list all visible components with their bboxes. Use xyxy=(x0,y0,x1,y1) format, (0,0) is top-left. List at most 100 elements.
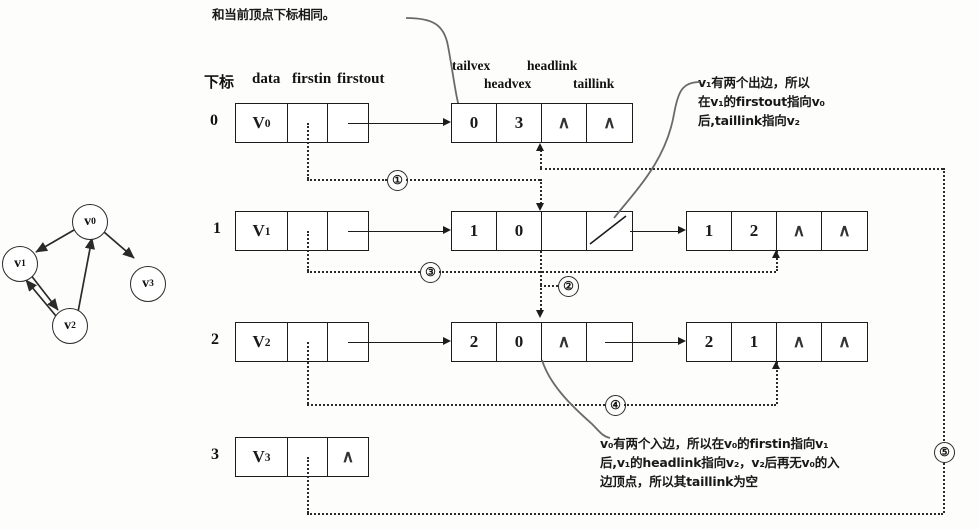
edge-taillink-1-2: ∧ xyxy=(838,221,851,240)
vertex-firstout-3: ∧ xyxy=(341,447,355,466)
step-marker-3: ③ xyxy=(420,262,441,283)
dotted-4-arrow xyxy=(771,361,780,369)
edge-tailvex-1-2: 1 xyxy=(687,212,732,250)
edge-tailvex-2-2: 2 xyxy=(687,323,732,361)
edge-headlink-0-1: ∧ xyxy=(542,104,587,142)
edge-headvex-2-2: 1 xyxy=(732,323,777,361)
dotted-5-seg-h1 xyxy=(307,513,943,515)
graph-node-v2-sub: 2 xyxy=(71,321,76,331)
dotted-3-seg-v1 xyxy=(307,231,309,271)
dotted-5-seg-v1 xyxy=(307,457,309,513)
graph-node-v1-sub: 1 xyxy=(21,259,26,269)
dotted-5-seg-v2 xyxy=(943,168,945,513)
vertex-data-sub-1: 1 xyxy=(264,224,271,238)
graph-edges xyxy=(25,229,135,317)
taillink-arrow-2-1 xyxy=(678,337,686,345)
dotted-1-seg-h2 xyxy=(406,179,540,181)
edge-node-1-2[interactable]: 1 2 ∧ ∧ xyxy=(686,211,868,251)
dotted-1-arrow xyxy=(535,203,544,211)
row-index-3: 3 xyxy=(211,446,219,463)
row-index-2: 2 xyxy=(211,331,219,348)
firstout-link-0 xyxy=(348,122,443,125)
edge-node-2-1[interactable]: 2 0 ∧ xyxy=(451,322,633,362)
taillink-link-2-1 xyxy=(605,341,678,344)
edge-headlink-2-1: ∧ xyxy=(542,323,587,361)
header-firstout: firstout xyxy=(337,71,385,87)
header-index: 下标 xyxy=(204,75,235,91)
dotted-1-seg-v2 xyxy=(540,179,542,204)
row-index-1: 1 xyxy=(213,220,221,237)
firstout-link-2 xyxy=(348,341,443,344)
edge-headlink-1-2: ∧ xyxy=(777,212,822,250)
firstout-arrow-0 xyxy=(443,118,451,126)
dotted-4-seg-h1 xyxy=(307,404,605,406)
vertex-firstin-2 xyxy=(288,323,328,361)
graph-node-v3-sub: 3 xyxy=(149,279,154,289)
edge-headvex-1-1: 0 xyxy=(497,212,542,250)
vertex-firstin-3 xyxy=(288,438,328,476)
vertex-data-label-2: V xyxy=(252,332,265,351)
annotation-out-edges: v₁有两个出边，所以 在v₁的firstout指向v₀ 后,taillink指向… xyxy=(698,75,825,128)
graph-node-v2-label: v xyxy=(64,318,72,333)
header-taillink: taillink xyxy=(573,76,615,91)
edge-node-2-2[interactable]: 2 1 ∧ ∧ xyxy=(686,322,868,362)
taillink-link-1-1 xyxy=(630,230,678,233)
graph-node-v3-label: v xyxy=(142,276,150,291)
leader-line-in-edges xyxy=(541,359,611,439)
graph-node-v0-label: v xyxy=(84,214,92,229)
header-tailvex: tailvex xyxy=(452,58,491,73)
taillink-slash-1-1 xyxy=(589,215,627,245)
step-marker-4: ④ xyxy=(605,395,626,416)
firstout-arrow-2 xyxy=(443,337,451,345)
edge-tailvex-1-1: 1 xyxy=(452,212,497,250)
taillink-arrow-1-1 xyxy=(678,226,686,234)
dotted-2-arrow xyxy=(535,310,544,318)
dotted-1-seg-v1 xyxy=(307,123,309,179)
edge-tailvex-0-1: 0 xyxy=(452,104,497,142)
dotted-3-arrow xyxy=(771,250,780,258)
edge-tailvex-2-1: 2 xyxy=(452,323,497,361)
step-marker-1: ① xyxy=(387,170,408,191)
edge-taillink-2-2: ∧ xyxy=(838,332,851,351)
dotted-4-seg-v2 xyxy=(776,362,778,404)
graph-node-v1-label: v xyxy=(14,256,22,271)
leader-line-out-edges xyxy=(613,81,701,219)
dotted-5-seg-h2 xyxy=(540,168,943,170)
edge-node-0-1[interactable]: 0 3 ∧ ∧ xyxy=(451,103,633,143)
step-marker-2: ② xyxy=(558,276,579,297)
vertex-data-sub-2: 2 xyxy=(264,335,271,349)
edge-taillink-0-1: ∧ xyxy=(603,113,616,132)
header-firstin: firstin xyxy=(292,71,332,87)
edge-headlink-1-1 xyxy=(542,212,587,250)
leader-line-same-index xyxy=(405,17,463,117)
row-index-0: 0 xyxy=(210,112,218,129)
dotted-3-seg-v2 xyxy=(776,251,778,271)
vertex-data-sub-3: 3 xyxy=(264,450,271,464)
header-headlink: headlink xyxy=(527,58,578,73)
step-marker-5: ⑤ xyxy=(934,442,955,463)
dotted-2-seg-h1 xyxy=(540,285,558,287)
edge-headvex-1-2: 2 xyxy=(732,212,777,250)
note-same-index: 和当前顶点下标相同。 xyxy=(212,7,336,22)
dotted-2-seg-v1 xyxy=(540,251,542,285)
header-data: data xyxy=(252,71,281,87)
annotation-in-edges: v₀有两个入边，所以在v₀的firstin指向v₁ 后,v₁的headlink指… xyxy=(600,436,840,489)
dotted-2-seg-v2 xyxy=(540,285,542,310)
dotted-3-seg-h1 xyxy=(307,271,420,273)
dotted-4-seg-v1 xyxy=(307,342,309,404)
dotted-3-seg-h2 xyxy=(439,271,776,273)
